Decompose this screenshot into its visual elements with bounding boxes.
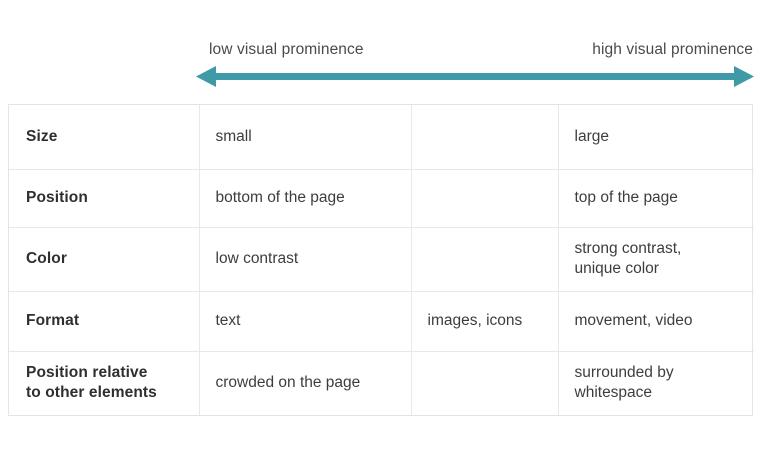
scale-label-low: low visual prominence <box>209 41 364 58</box>
row-attribute-format: Format <box>9 291 200 352</box>
cell-high-size: large <box>558 105 754 170</box>
cell-high-color: strong contrast, unique color <box>558 227 754 292</box>
row-attribute-position-relative: Position relative to other elements <box>9 351 200 415</box>
scale-label-high: high visual prominence <box>592 41 753 58</box>
cell-mid-color <box>411 227 559 292</box>
cell-high-position-line1: top of the page <box>574 189 678 206</box>
cell-mid-position <box>411 169 559 228</box>
cell-low-format: text <box>199 291 412 352</box>
cell-low-position: bottom of the page <box>199 169 412 228</box>
row-attribute-position-relative-line1: Position relative <box>26 364 148 382</box>
cell-low-color: low contrast <box>199 227 412 292</box>
row-attribute-color: Color <box>9 227 200 292</box>
table-row: Position bottom of the page top of the p… <box>9 169 754 228</box>
row-attribute-position-relative-line2: to other elements <box>26 384 157 402</box>
cell-mid-size <box>411 105 559 170</box>
row-attribute-position: Position <box>9 169 200 228</box>
prominence-scale-header: low visual prominence high visual promin… <box>198 40 753 64</box>
cell-high-color-line2: unique color <box>574 260 659 277</box>
cell-high-position-relative-line1: surrounded by <box>574 364 674 382</box>
cell-high-position: top of the page <box>558 169 754 228</box>
cell-high-format: movement, video <box>558 291 754 352</box>
row-attribute-size: Size <box>9 105 200 170</box>
cell-low-size: small <box>199 105 412 170</box>
cell-mid-position-relative <box>411 351 559 415</box>
table-row: Size small large <box>9 105 754 170</box>
table-row: Color low contrast strong contrast, uniq… <box>9 227 754 292</box>
prominence-matrix-table: Size small large Position bottom of the … <box>8 104 754 416</box>
cell-high-format-line1: movement, video <box>574 312 693 329</box>
cell-high-position-relative-line2: whitespace <box>574 384 653 402</box>
table-row: Format text images, icons movement, vide… <box>9 291 754 352</box>
cell-high-color-line1: strong contrast, <box>574 240 682 257</box>
double-arrow-icon <box>196 64 754 88</box>
cell-high-position-relative: surrounded by whitespace <box>558 351 754 415</box>
cell-mid-format: images, icons <box>411 291 559 352</box>
table-row: Position relative to other elements crow… <box>9 351 754 415</box>
cell-low-position-relative: crowded on the page <box>199 351 412 415</box>
cell-high-size-line1: large <box>574 127 609 145</box>
